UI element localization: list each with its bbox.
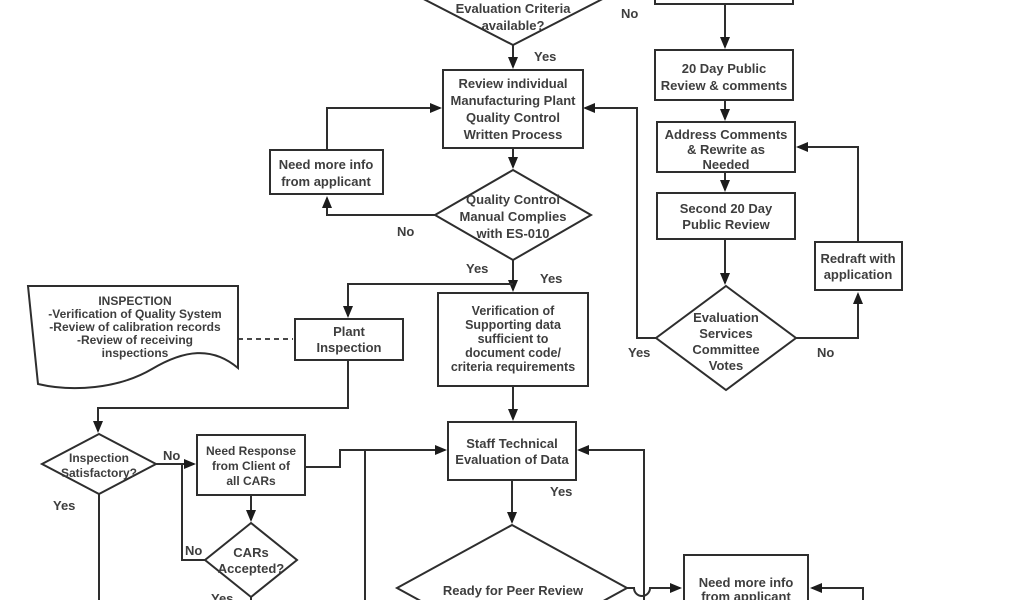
process-box-second-review bbox=[656, 192, 796, 240]
redraft-text: application bbox=[824, 267, 893, 282]
second-review-text: Public Review bbox=[682, 217, 770, 232]
evaluation-criteria-text: Evaluation Criteria bbox=[456, 1, 572, 16]
address-comments-text: Address Comments bbox=[665, 127, 788, 142]
edge-label-yes: Yes bbox=[211, 591, 233, 600]
inspection-doc-text: -Review of calibration records bbox=[49, 320, 221, 334]
address-comments-text: & Rewrite as bbox=[687, 142, 765, 157]
inspection-satisfactory-text: Satisfactory? bbox=[61, 466, 137, 480]
edge-label-yes: Yes bbox=[534, 49, 556, 64]
connector-branch-to-plantinspection bbox=[343, 283, 513, 318]
verification-data-text: sufficient to bbox=[478, 332, 549, 346]
need-response-text: all CARs bbox=[226, 474, 276, 488]
connector-escvotes-no-to-redraft bbox=[796, 292, 863, 339]
plant-inspection-text: Plant bbox=[333, 324, 365, 339]
decision-esc-votes bbox=[654, 284, 798, 392]
edge-label-yes: Yes bbox=[53, 498, 75, 513]
esc-votes-text: Committee bbox=[692, 342, 759, 357]
inspection-satisfactory-text: Inspection bbox=[69, 451, 129, 465]
verification-data-text: document code/ bbox=[465, 346, 561, 360]
connector-escvotes-yes-to-review bbox=[583, 103, 656, 339]
connector-readypeer-to-needinfo2 bbox=[627, 583, 682, 597]
edge-label-yes: Yes bbox=[540, 271, 562, 286]
connector-qcmanual-no-to-needinfo1 bbox=[322, 196, 435, 216]
20day-review-text: Review & comments bbox=[661, 78, 787, 93]
edge-label-no: No bbox=[817, 345, 834, 360]
need-response-text: from Client of bbox=[212, 459, 291, 473]
edge-label-no: No bbox=[163, 448, 180, 463]
ready-peer-text: Ready for Peer Review bbox=[443, 583, 584, 598]
cars-accepted-text: Accepted? bbox=[218, 561, 285, 576]
esc-votes-text: Votes bbox=[709, 358, 743, 373]
edge-label-yes: Yes bbox=[628, 345, 650, 360]
evaluation-criteria-text: available? bbox=[482, 18, 545, 33]
review-plant-text: Manufacturing Plant bbox=[451, 93, 577, 108]
connector-return-to-needinfo2-right bbox=[810, 583, 864, 600]
need-info-2-text: Need more info bbox=[699, 575, 794, 590]
decision-inspection-satisfactory bbox=[39, 432, 159, 496]
connector-redraft-to-address bbox=[796, 142, 859, 242]
inspection-doc-text: inspections bbox=[102, 346, 169, 360]
process-box-review-plant bbox=[442, 69, 584, 149]
connector-needinfo1-to-review bbox=[326, 103, 442, 150]
20day-review-text: 20 Day Public bbox=[682, 61, 767, 76]
need-info-2-text: from applicant bbox=[701, 589, 791, 600]
address-comments-text: Needed bbox=[703, 157, 750, 172]
connector-plant-to-inspectionsat bbox=[93, 360, 349, 433]
edge-label-no: No bbox=[397, 224, 414, 239]
staff-eval-text: Staff Technical bbox=[466, 436, 558, 451]
process-box-address-comments bbox=[656, 121, 796, 173]
esc-votes-text: Evaluation bbox=[693, 310, 759, 325]
need-response-text: Need Response bbox=[206, 444, 296, 458]
edge-label-no: No bbox=[185, 543, 202, 558]
plant-inspection-text: Inspection bbox=[316, 340, 381, 355]
process-box-staff-eval bbox=[447, 421, 577, 481]
review-plant-text: Quality Control bbox=[466, 110, 560, 125]
decision-evaluation-criteria bbox=[423, 0, 603, 47]
process-box-verification-data bbox=[437, 292, 589, 387]
edge-label-yes: Yes bbox=[466, 261, 488, 276]
review-plant-text: Written Process bbox=[464, 127, 563, 142]
qc-manual-text: Quality Control bbox=[466, 192, 560, 207]
verification-data-text: Verification of bbox=[472, 304, 555, 318]
inspection-doc-text: -Verification of Quality System bbox=[48, 307, 221, 321]
connector-return-to-staffeval-right bbox=[577, 445, 645, 600]
process-box-20day-review bbox=[654, 49, 794, 101]
need-info-1-text: from applicant bbox=[281, 174, 371, 189]
verification-data-text: Supporting data bbox=[465, 318, 562, 332]
decision-ready-peer-review bbox=[394, 523, 630, 600]
process-box-top-partial bbox=[654, 0, 794, 5]
inspection-doc-text: -Review of receiving bbox=[77, 333, 193, 347]
process-box-plant-inspection bbox=[294, 318, 404, 361]
process-box-redraft bbox=[814, 241, 903, 291]
edge-label-no: No bbox=[621, 6, 638, 21]
process-box-need-response bbox=[196, 434, 306, 496]
decision-cars-accepted bbox=[203, 521, 299, 599]
staff-eval-text: Evaluation of Data bbox=[455, 452, 569, 467]
qc-manual-text: Manual Complies bbox=[460, 209, 567, 224]
edge-label-yes: Yes bbox=[550, 484, 572, 499]
verification-data-text: criteria requirements bbox=[451, 360, 575, 374]
document-inspection bbox=[26, 285, 239, 390]
need-info-1-text: Need more info bbox=[279, 157, 374, 172]
redraft-text: Redraft with bbox=[820, 251, 895, 266]
qc-manual-text: with ES-010 bbox=[476, 226, 550, 241]
connector-needresponse-to-staffeval bbox=[305, 445, 447, 468]
second-review-text: Second 20 Day bbox=[680, 201, 773, 216]
process-box-need-info-2 bbox=[683, 554, 809, 600]
process-box-need-info-1 bbox=[269, 149, 384, 195]
decision-qc-manual bbox=[432, 168, 594, 262]
esc-votes-text: Services bbox=[699, 326, 753, 341]
connector-cars-no-return bbox=[181, 465, 205, 561]
review-plant-text: Review individual bbox=[458, 76, 567, 91]
inspection-doc-text: INSPECTION bbox=[98, 294, 171, 308]
cars-accepted-text: CARs bbox=[233, 545, 268, 560]
